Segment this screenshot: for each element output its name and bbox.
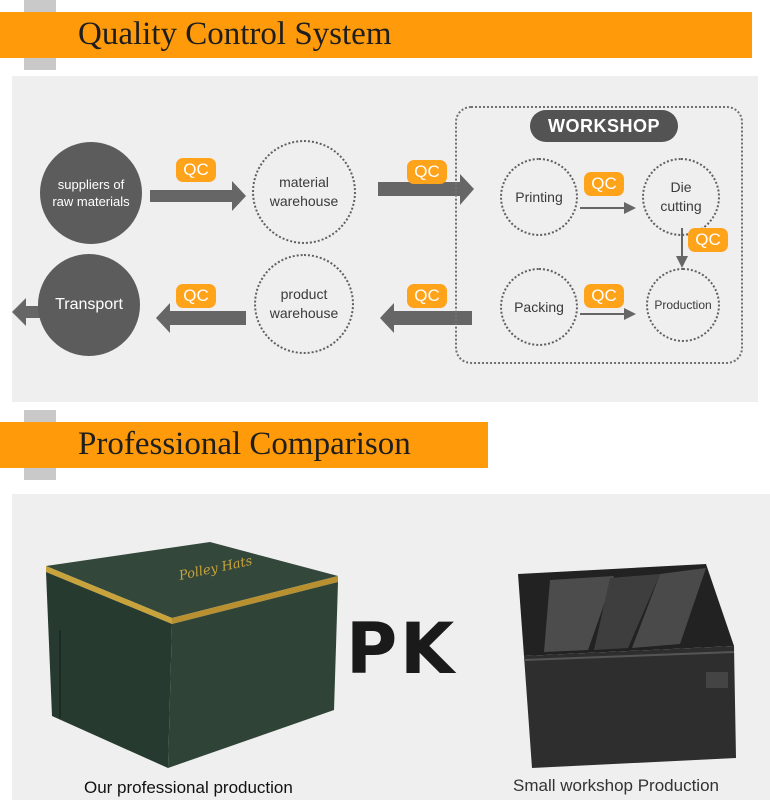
banner-tab-accent [24,468,56,480]
node-material-warehouse: material warehouse [252,140,356,244]
section-title: Quality Control System [78,16,392,52]
node-material-warehouse-label: material warehouse [269,174,339,209]
banner-tab-accent [24,58,56,70]
arrow-workshop-to-product-warehouse [380,303,472,333]
left-caption: Our professional production [84,778,293,797]
node-production-label: Production [654,298,712,312]
node-die-cutting-label: Die cutting [660,179,702,214]
node-product-warehouse-label: product warehouse [269,286,339,321]
qc-badge: QC [584,172,624,196]
arrow-suppliers-to-warehouse [150,181,246,211]
section-title: Professional Comparison [78,426,411,462]
arrow-transport-out [12,298,42,326]
arrow-product-warehouse-to-transport [156,303,246,333]
vs-letter-k: K [400,608,455,690]
node-packing: Packing [500,268,578,346]
comparison-banner: Professional Comparison [0,410,488,480]
node-transport: Transport [38,254,140,356]
right-caption: Small workshop Production [513,776,719,795]
quality-control-banner: Quality Control System [0,0,752,70]
flow-arrows [12,174,688,333]
node-production: Production [646,268,720,342]
banner-tab-accent [24,0,56,12]
qc-badge: QC [407,284,447,308]
vs-letter-p: P [346,608,398,690]
node-packing-label: Packing [514,299,564,315]
workshop-label: WORKSHOP [530,110,678,142]
qc-badge: QC [407,160,447,184]
node-transport-label: Transport [55,296,123,313]
professional-box-image: Polley Hats [46,542,338,768]
node-printing-label: Printing [515,189,563,205]
qc-badge: QC [176,158,216,182]
banner-tab-accent [24,410,56,422]
workshop-box-image [518,564,736,768]
qc-badge: QC [584,284,624,308]
node-suppliers-label: suppliers of raw materials [52,177,130,209]
arrow-warehouse-to-workshop [378,174,474,205]
node-die-cutting: Die cutting [642,158,720,236]
node-suppliers: suppliers of raw materials [40,142,142,244]
workshop-boundary [455,106,743,364]
node-product-warehouse: product warehouse [254,254,354,354]
node-printing: Printing [500,158,578,236]
qc-badge: QC [176,284,216,308]
qc-badge: QC [688,228,728,252]
